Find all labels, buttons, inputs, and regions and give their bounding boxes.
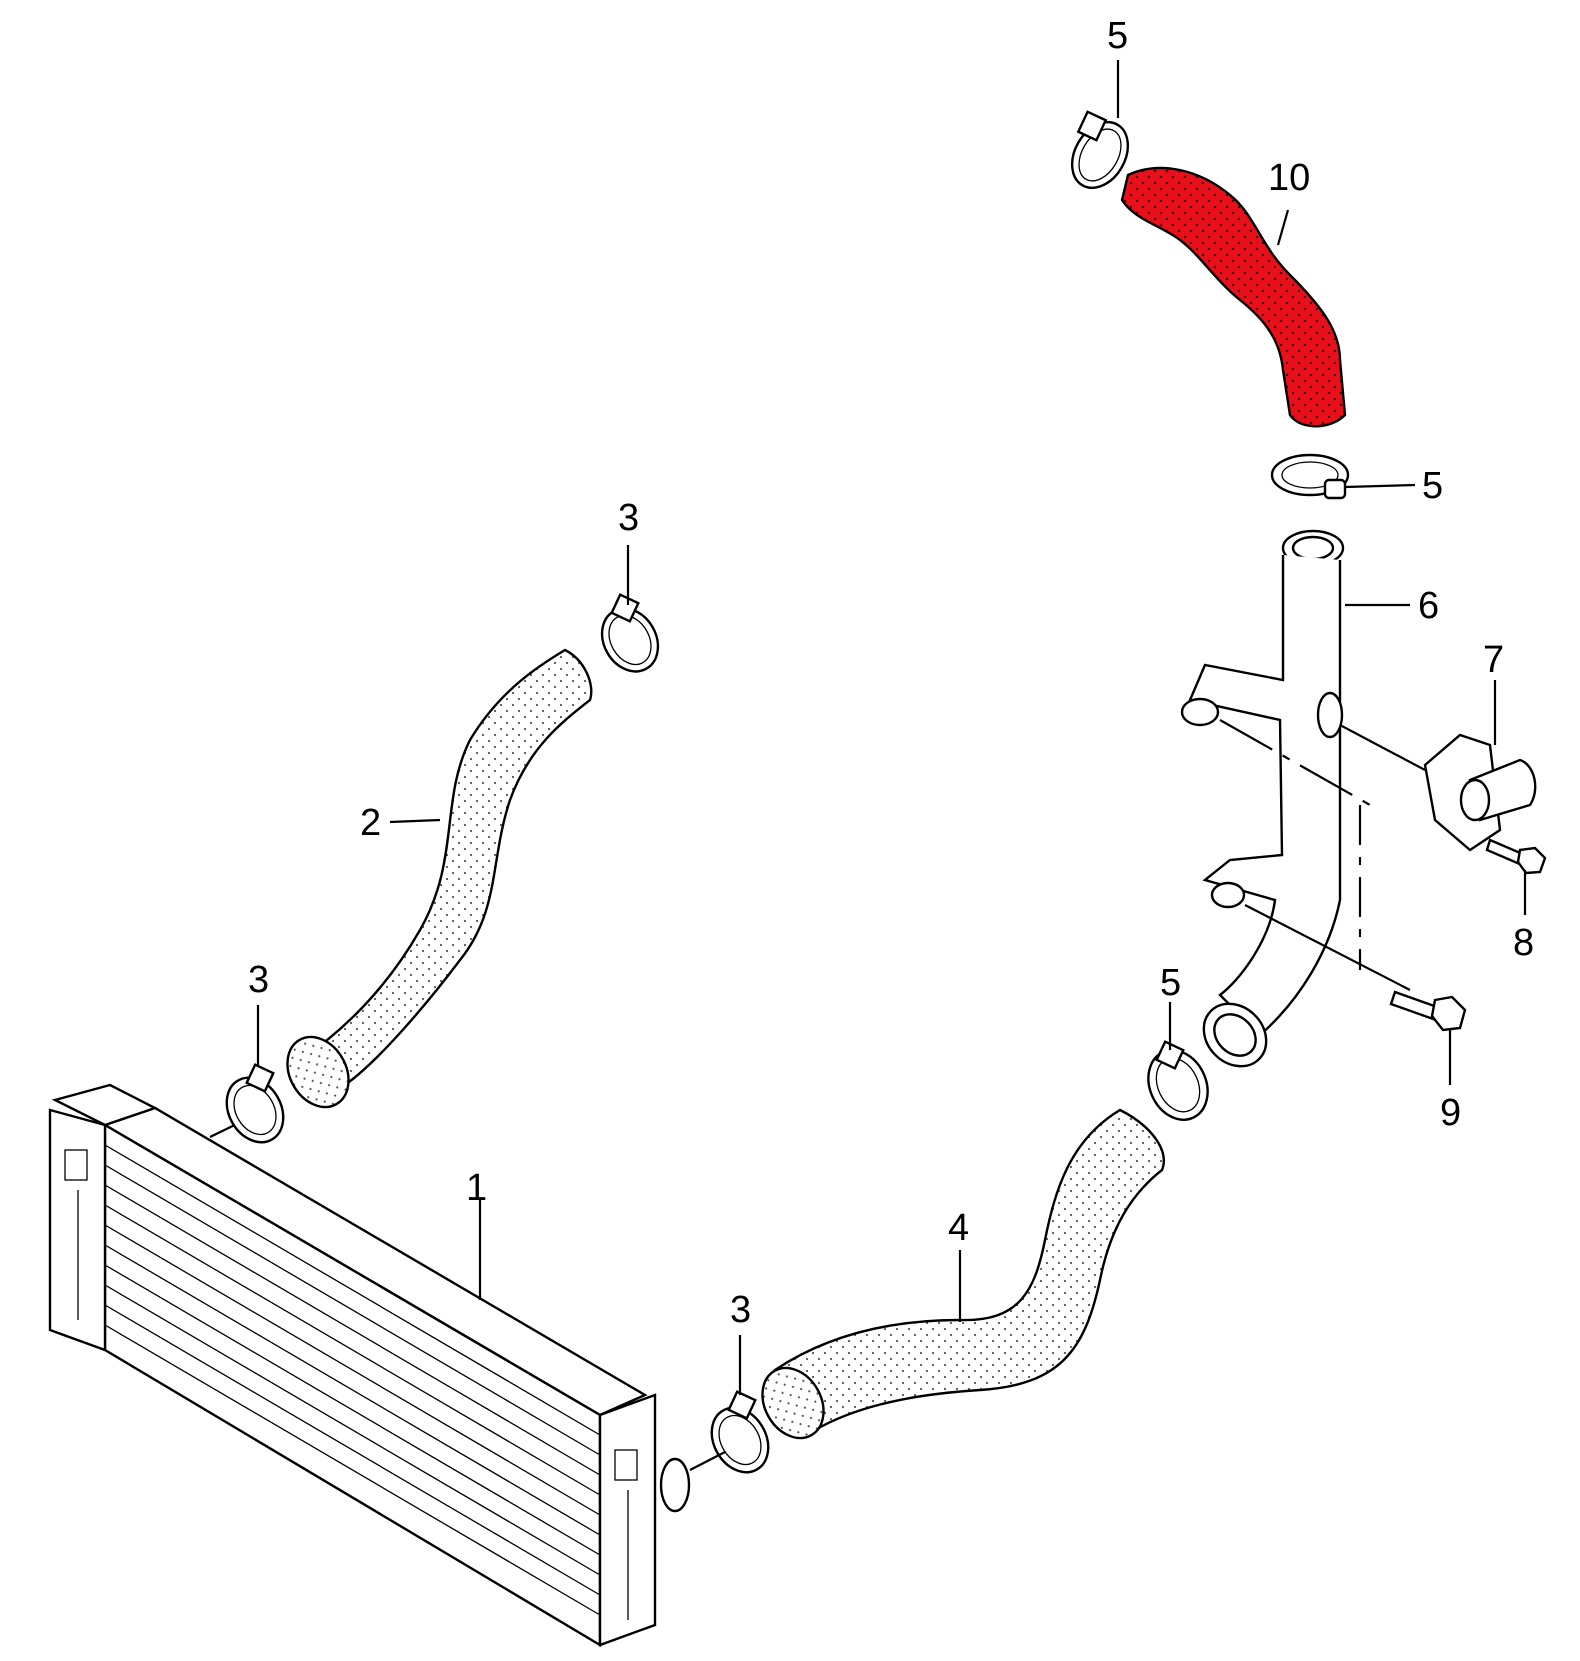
leader-lines (256, 60, 1527, 1395)
callout-pipe: 6 (1418, 585, 1439, 627)
callout-clamp-low: 5 (1160, 962, 1181, 1004)
clamp-top (1070, 110, 1130, 189)
callout-hose-lower: 4 (948, 1207, 969, 1249)
flange (1423, 733, 1537, 852)
hose-upper (286, 648, 593, 1109)
callout-hose-upper: 2 (360, 802, 381, 844)
callout-intercooler: 1 (466, 1167, 487, 1209)
callout-clamp-b: 3 (248, 959, 269, 1001)
callout-flange: 7 (1483, 639, 1504, 681)
callout-bolt-large: 9 (1440, 1092, 1461, 1134)
callout-bolt-small: 8 (1513, 922, 1534, 964)
intercooler (48, 1083, 691, 1648)
clamp-b (225, 1063, 285, 1144)
bolt-large (1389, 990, 1467, 1032)
hose-highlighted (1120, 166, 1347, 428)
clamp-a (600, 593, 660, 673)
hose-lower (761, 1108, 1165, 1440)
pipe (1180, 529, 1426, 1068)
callout-clamp-a: 3 (618, 497, 639, 539)
bolt-small (1485, 838, 1547, 875)
callout-clamp-c: 3 (730, 1289, 751, 1331)
clamp-mid (1270, 453, 1350, 500)
callout-hose-highlighted: 10 (1268, 157, 1310, 199)
clamp-low (1147, 1040, 1209, 1121)
callout-clamp-top: 5 (1107, 15, 1128, 57)
clamp-c (689, 1390, 770, 1474)
callout-clamp-mid: 5 (1422, 465, 1443, 507)
